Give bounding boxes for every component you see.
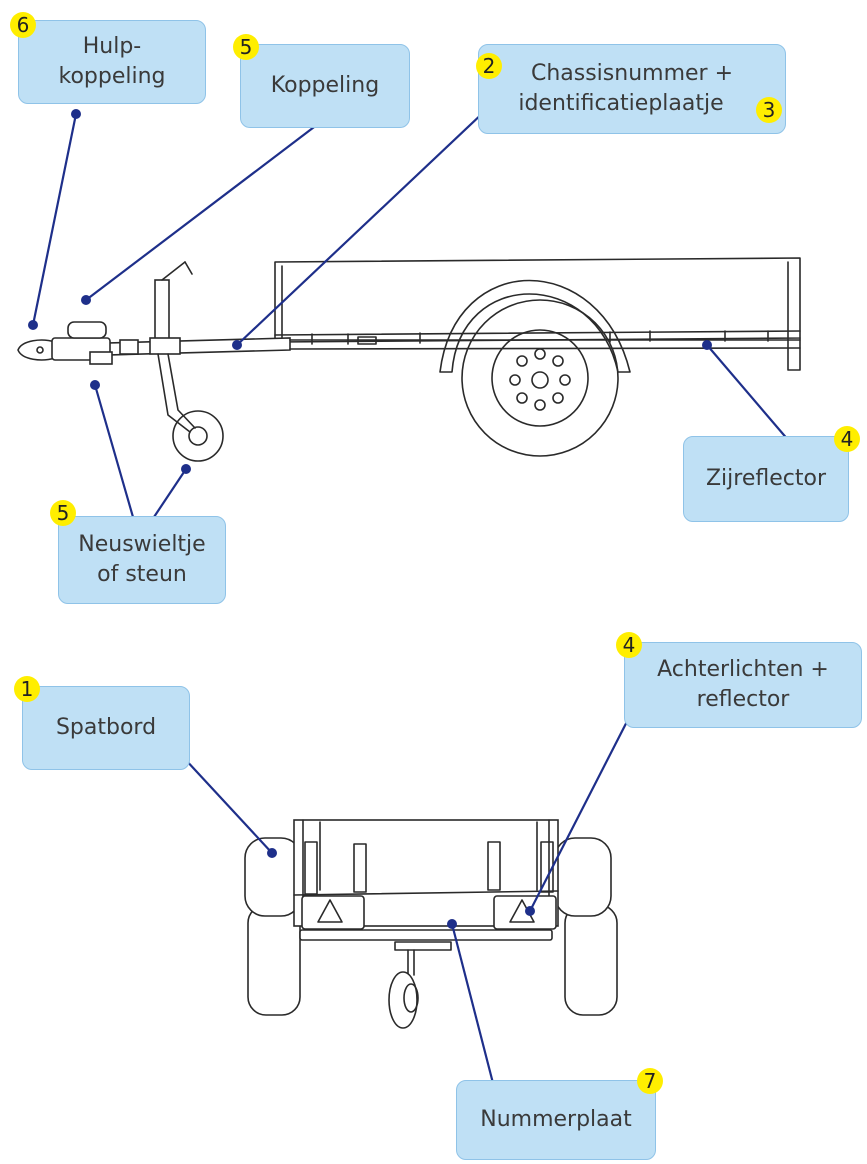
label-chassisnummer: Chassisnummer + identificatieplaatje (478, 44, 786, 134)
label-hulpkoppeling: Hulp- koppeling (18, 20, 206, 104)
label-chassisnummer-line1: Chassisnummer + (530, 61, 734, 86)
rear-right-fender (554, 837, 612, 917)
badge-spatbord: 1 (14, 676, 40, 702)
rear-right-tire (564, 904, 618, 1016)
trailer-side-view (17, 257, 801, 462)
label-achterlichten-line2: reflector (696, 687, 790, 712)
label-hulpkoppeling-line1: Hulp- (82, 34, 142, 59)
side-wheel (461, 299, 619, 457)
badge-identificatieplaatje: 3 (756, 97, 782, 123)
side-coupling (17, 321, 139, 365)
rear-jockey-wheel (388, 949, 419, 1029)
label-nummerplaat-text: Nummerplaat (480, 1107, 632, 1132)
side-fender (439, 279, 631, 373)
label-achterlichten-line1: Achterlichten + (657, 657, 829, 682)
label-neuswieltje-line2: of steun (97, 562, 187, 587)
badge-achterlichten: 4 (616, 632, 642, 658)
label-zijreflector: Zijreflector (683, 436, 849, 522)
label-spatbord-text: Spatbord (55, 715, 157, 740)
rear-lights (301, 895, 557, 930)
badge-chassisnummer: 2 (476, 53, 502, 79)
rear-bumper (299, 929, 553, 941)
badge-neuswieltje: 5 (50, 500, 76, 526)
badge-koppeling: 5 (233, 34, 259, 60)
badge-hulpkoppeling: 6 (10, 12, 36, 38)
label-neuswieltje: Neuswieltje of steun (58, 516, 226, 604)
label-neuswieltje-line1: Neuswieltje (78, 532, 206, 557)
rear-left-tire (247, 904, 301, 1016)
label-nummerplaat: Nummerplaat (456, 1080, 656, 1160)
trailer-rear-view (244, 819, 618, 1029)
label-koppeling-text: Koppeling (270, 73, 380, 98)
side-jockey-wheel (149, 261, 224, 462)
label-koppeling: Koppeling (240, 44, 410, 128)
label-spatbord: Spatbord (22, 686, 190, 770)
label-chassisnummer-line2: identificatieplaatje (518, 91, 724, 116)
label-zijreflector-text: Zijreflector (705, 466, 826, 491)
badge-nummerplaat: 7 (637, 1068, 663, 1094)
label-hulpkoppeling-line2: koppeling (58, 64, 166, 89)
badge-zijreflector: 4 (834, 426, 860, 452)
label-achterlichten: Achterlichten + reflector (624, 642, 862, 728)
